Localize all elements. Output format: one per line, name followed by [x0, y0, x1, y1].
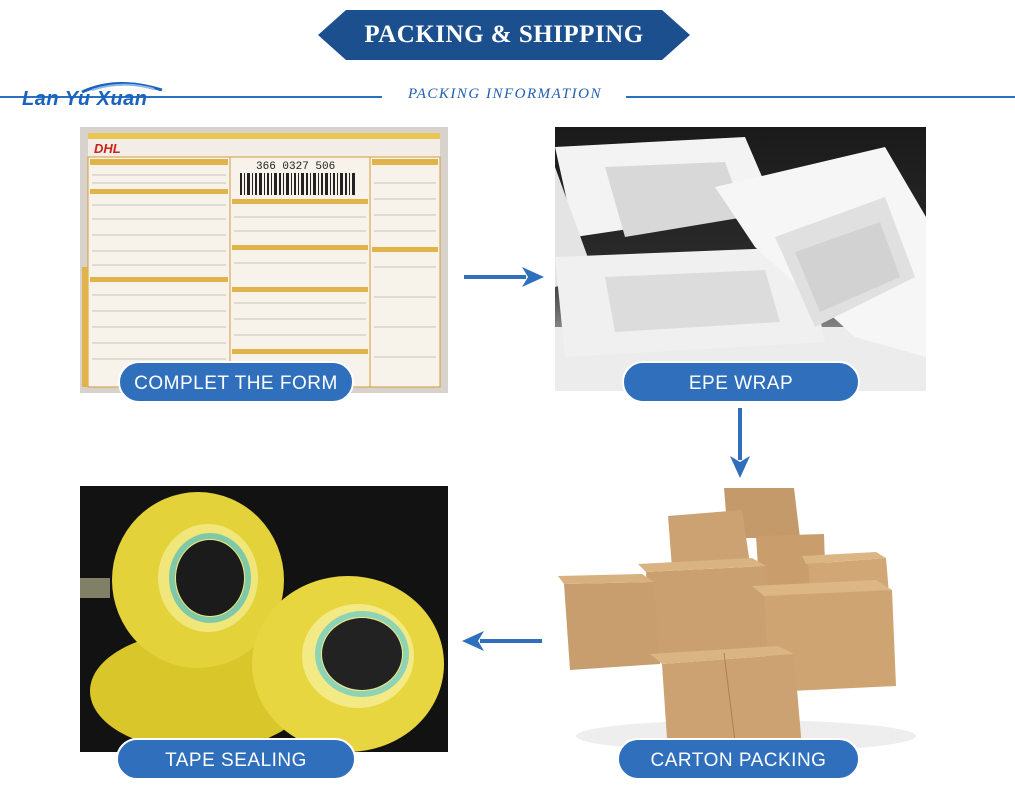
tape-rolls-photo — [80, 486, 448, 752]
divider-left — [0, 96, 382, 98]
header-banner: PACKING & SHIPPING — [318, 10, 690, 60]
arrow-left-icon — [462, 631, 542, 651]
banner-shape — [318, 10, 690, 60]
page-title: PACKING & SHIPPING — [364, 21, 644, 48]
dhl-logo: DHL — [94, 141, 121, 156]
shipping-form-photo: DHL — [80, 127, 448, 393]
step-label-epe-wrap: EPE WRAP — [622, 361, 860, 403]
step-label-carton-packing: CARTON PACKING — [617, 738, 860, 780]
step-label-tape-sealing: TAPE SEALING — [116, 738, 356, 780]
brand-logo: Lan Yu Xuan — [22, 78, 172, 114]
arrow-right-icon — [464, 267, 544, 287]
divider-right — [626, 96, 1015, 98]
carton-boxes-photo — [556, 486, 926, 754]
step-label-complete-form: COMPLET THE FORM — [118, 361, 354, 403]
logo-wordmark: Lan Yu Xuan — [22, 88, 148, 110]
arrow-down-icon — [730, 408, 750, 478]
tracking-number: 366 0327 506 — [256, 161, 335, 173]
epe-foam-photo — [555, 127, 926, 391]
section-subtitle: PACKING INFORMATION — [389, 86, 621, 103]
